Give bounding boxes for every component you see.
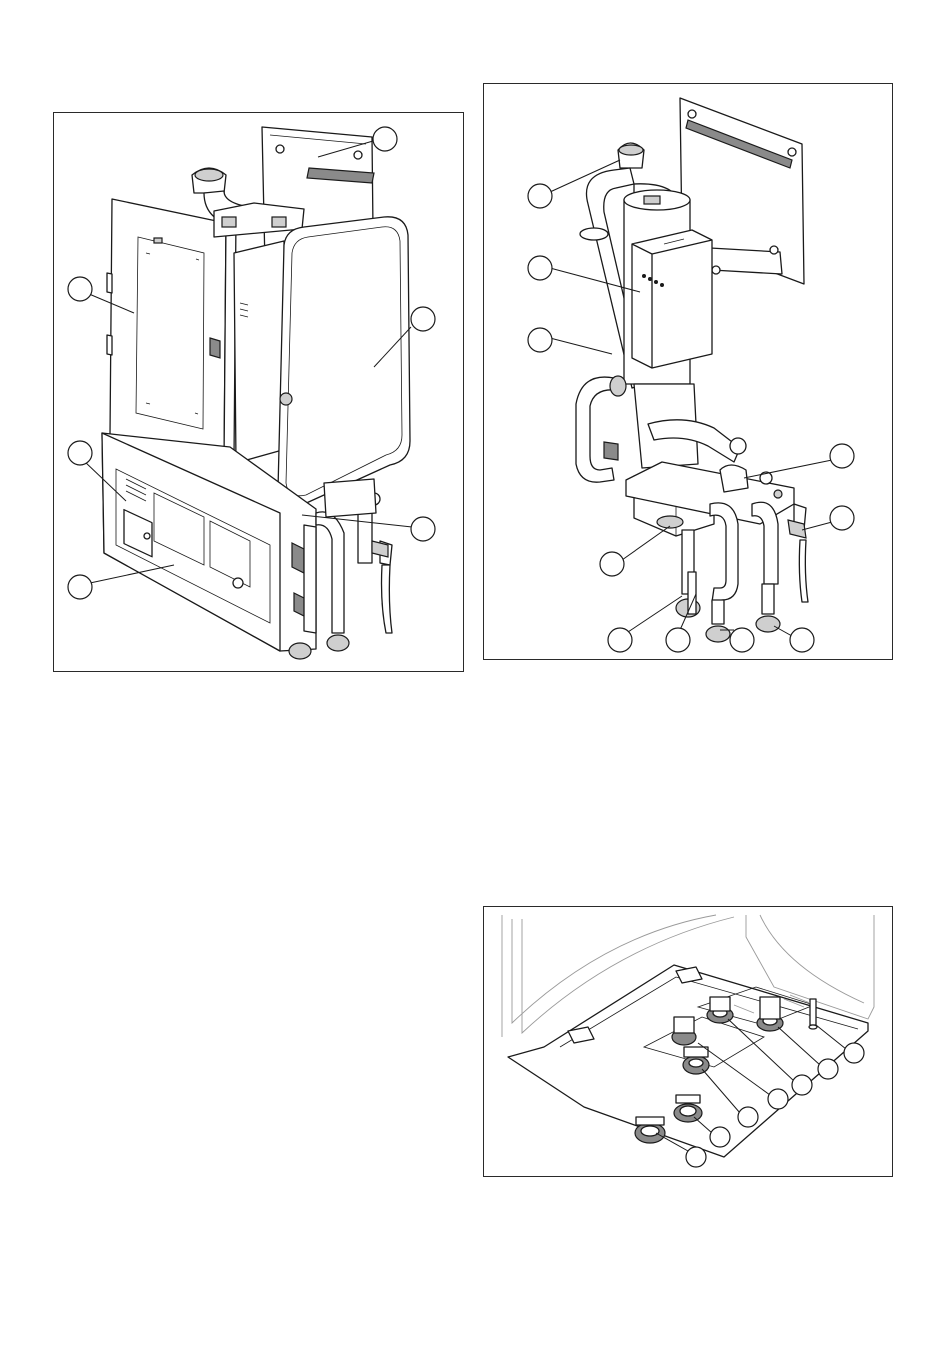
callout-5: [792, 1075, 812, 1095]
callout-7: [844, 1043, 864, 1063]
callout-6: [600, 552, 624, 576]
figure-2-drawing: [484, 84, 892, 659]
callout-8: [666, 628, 690, 652]
figure-1-drawing: [54, 113, 463, 671]
control-knob: [233, 578, 243, 588]
callout-2: [710, 1127, 730, 1147]
expansion-vessel: [278, 217, 410, 506]
connection-3: [683, 1047, 709, 1074]
callout-3: [411, 307, 435, 331]
callout-6: [68, 575, 92, 599]
connection-6: [757, 997, 783, 1031]
connection-4: [672, 1017, 696, 1045]
vessel-valve: [280, 393, 292, 405]
figure-3-drawing: [484, 907, 892, 1176]
callout-1: [528, 184, 552, 208]
connection-2: [674, 1095, 702, 1122]
callout-9: [730, 628, 754, 652]
connection-5: [707, 997, 733, 1023]
callout-2: [68, 277, 92, 301]
callout-4: [830, 444, 854, 468]
front-cover-open: [110, 199, 226, 463]
pipe-1: [316, 512, 344, 633]
callout-3: [738, 1107, 758, 1127]
callout-1: [686, 1147, 706, 1167]
bypass-pipe: [576, 377, 616, 482]
callout-4: [68, 441, 92, 465]
callout-4: [768, 1089, 788, 1109]
figure-1-unit-open: [53, 112, 464, 672]
callout-5: [830, 506, 854, 530]
connection-1: [635, 1117, 665, 1143]
figure-2-hydraulic-assembly: [483, 83, 893, 660]
callout-2: [528, 256, 552, 280]
callout-1: [373, 127, 397, 151]
callout-10: [790, 628, 814, 652]
callout-5: [411, 517, 435, 541]
callout-3: [528, 328, 552, 352]
figure-3-underside-connections: [483, 906, 893, 1177]
heat-exchanger: [234, 241, 286, 463]
diverter-valve: [720, 465, 748, 492]
callout-7: [608, 628, 632, 652]
connection-7: [809, 999, 817, 1029]
callout-6: [818, 1059, 838, 1079]
